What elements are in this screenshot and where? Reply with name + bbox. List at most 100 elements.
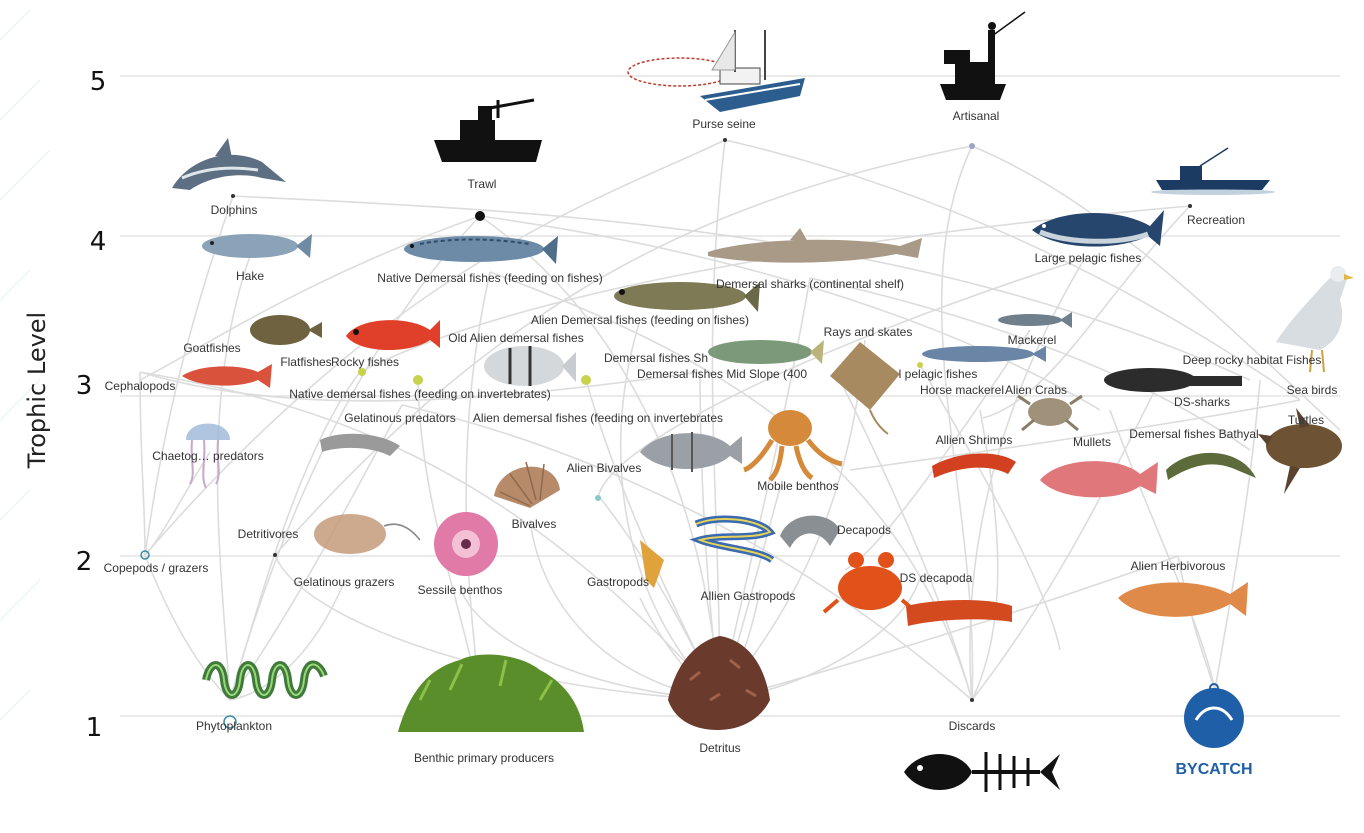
detritus-pile-icon — [668, 636, 770, 730]
tick-label-5: 5 — [90, 67, 107, 97]
label-allien-shrimps: Allien Shrimps — [936, 433, 1013, 447]
node-dot-artisanal — [969, 143, 975, 149]
node-dot-recreation — [1188, 204, 1192, 208]
node-dot-alien-demersal — [581, 375, 591, 385]
label-trawl: Trawl — [468, 177, 497, 191]
label-rocky-fishes: Rocky fishes — [331, 355, 399, 369]
label-sea-birds: Sea birds — [1287, 383, 1338, 397]
node-dot-rocky-fishes — [358, 368, 366, 376]
label-bivalves: Bivalves — [512, 517, 557, 531]
artisanal-boat-icon — [940, 12, 1025, 100]
deep-rocky-fish-icon — [1104, 368, 1242, 392]
old-alien-demersal-fish-icon — [484, 346, 576, 386]
label-dolphins: Dolphins — [211, 203, 258, 217]
label-copepods-grazers: Copepods / grazers — [104, 561, 209, 575]
mackerel-fish-icon — [998, 312, 1072, 328]
node-dot-purse-seine — [723, 138, 727, 142]
label-alien-crabs: Alien Crabs — [1005, 383, 1067, 397]
label-alien-bivalves: Alien Bivalves — [567, 461, 642, 475]
label-recreation: Recreation — [1187, 213, 1245, 227]
sea-urchin-icon — [434, 512, 498, 576]
label-discards: Discards — [949, 719, 996, 733]
tick-label-2: 2 — [76, 547, 93, 577]
small-pelagic-fish-icon — [922, 346, 1046, 362]
hake-fish-icon — [202, 234, 312, 258]
label-alien-demersal-fishes-feeding-on-fishes: Alien Demersal fishes (feeding on fishes… — [531, 313, 749, 327]
axis-title: Trophic Level — [23, 312, 51, 469]
label-alien-demersal-fishes-feeding-on-invertebrates: Alien demersal fishes (feeding on invert… — [473, 411, 723, 425]
label-goatfishes: Goatfishes — [183, 341, 240, 355]
label-decapods: Decapods — [837, 523, 891, 537]
node-dot-dolphins — [231, 194, 235, 198]
label-cephalopods: Cephalopods — [105, 379, 176, 393]
label-horse-mackerel: Horse mackerel — [920, 383, 1004, 397]
purse-seine-boat-icon — [628, 30, 805, 112]
trawl-boat-icon — [434, 100, 542, 162]
demersal-shark-icon — [708, 228, 922, 263]
label-old-alien-demersal-fishes: Old Alien demersal fishes — [448, 331, 583, 345]
label-large-pelagic-fishes: Large pelagic fishes — [1035, 251, 1142, 265]
bathyal-fish-icon — [1166, 453, 1256, 480]
red-mullet-fish-icon — [1040, 461, 1158, 497]
label-alien-herbivorous: Alien Herbivorous — [1131, 559, 1226, 573]
alien-crab-icon — [1018, 396, 1082, 430]
label-native-demersal-fishes-feeding-on-fishes: Native Demersal fishes (feeding on fishe… — [377, 271, 602, 285]
label-demersal-fishes-mid-slope: Demersal fishes Mid Slope (400 — [637, 367, 807, 381]
label-benthic-primary-producers: Benthic primary producers — [414, 751, 554, 765]
label-demersal-fishes-shelf: Demersal fishes Sh — [604, 351, 708, 365]
node-dot-alien-bivalves — [595, 495, 601, 501]
node-dot-detritivores — [273, 553, 277, 557]
label-mobile-benthos: Mobile benthos — [757, 479, 838, 493]
node-dot-trawl — [475, 211, 485, 221]
recreation-boat-icon — [1151, 148, 1275, 195]
label-small-pelagic-fishes: l pelagic fishes — [899, 367, 978, 381]
bycatch-logo-icon: BYCATCH — [1175, 684, 1252, 778]
node-dot-native-demersal-invertebrates — [413, 375, 423, 385]
phytoplankton-icon — [206, 664, 324, 695]
flatfish-icon — [250, 315, 322, 345]
bycatch-label: BYCATCH — [1175, 761, 1252, 778]
decapod-shrimp-icon — [780, 516, 840, 548]
label-deep-rocky-habitat-fishes: Deep rocky habitat Fishes — [1183, 353, 1322, 367]
label-mackerel: Mackerel — [1008, 333, 1057, 347]
ray-skate-icon — [830, 342, 900, 434]
label-native-demersal-fishes-feeding-on-invertebrates: Native demersal fishes (feeding on inver… — [289, 387, 550, 401]
benthic-plants-icon — [398, 655, 584, 732]
label-phytoplankton: Phytoplankton — [196, 719, 272, 733]
label-flatfishes: Flatfishes — [280, 355, 331, 369]
label-detritivores: Detritivores — [238, 527, 299, 541]
label-gelatinous-grazers: Gelatinous grazers — [294, 575, 395, 589]
lobster-icon — [906, 600, 1012, 626]
y-axis: Trophic Level 5 4 3 2 1 — [23, 67, 106, 743]
label-gelatinous-predators: Gelatinous predators — [344, 411, 455, 425]
dolphin-icon — [172, 138, 286, 190]
label-chaetognaths-predators: Chaetog… predators — [152, 449, 263, 463]
label-demersal-fishes-bathyal: Demersal fishes Bathyal — [1129, 427, 1258, 441]
eel-worm-icon — [696, 519, 772, 560]
fish-skeleton-icon — [904, 752, 1060, 792]
label-purse-seine: Purse seine — [692, 117, 756, 131]
large-pelagic-tuna-icon — [1032, 210, 1164, 247]
demersal-fishes-shelf-icon — [708, 340, 824, 364]
gelatinous-grazer-icon — [314, 514, 420, 554]
tick-label-3: 3 — [76, 371, 93, 401]
tick-label-4: 4 — [90, 227, 107, 257]
goatfish-icon — [182, 364, 272, 388]
striped-fish-icon — [640, 432, 742, 472]
label-ds-decapoda: DS decapoda — [900, 571, 973, 585]
label-turtles: Turtles — [1288, 413, 1324, 427]
octopus-icon — [744, 410, 842, 480]
label-artisanal: Artisanal — [953, 109, 1000, 123]
node-dot-discards — [970, 698, 974, 702]
label-sessile-benthos: Sessile benthos — [418, 583, 503, 597]
label-rays-and-skates: Rays and skates — [824, 325, 913, 339]
label-detritus: Detritus — [699, 741, 740, 755]
bivalve-shell-icon — [494, 462, 560, 508]
label-gastropods: Gastropods — [587, 575, 649, 589]
label-demersal-sharks: Demersal sharks (continental shelf) — [716, 277, 904, 291]
label-allien-gastropods: Allien Gastropods — [701, 589, 796, 603]
label-ds-sharks: DS-sharks — [1174, 395, 1230, 409]
tick-label-1: 1 — [86, 713, 103, 743]
